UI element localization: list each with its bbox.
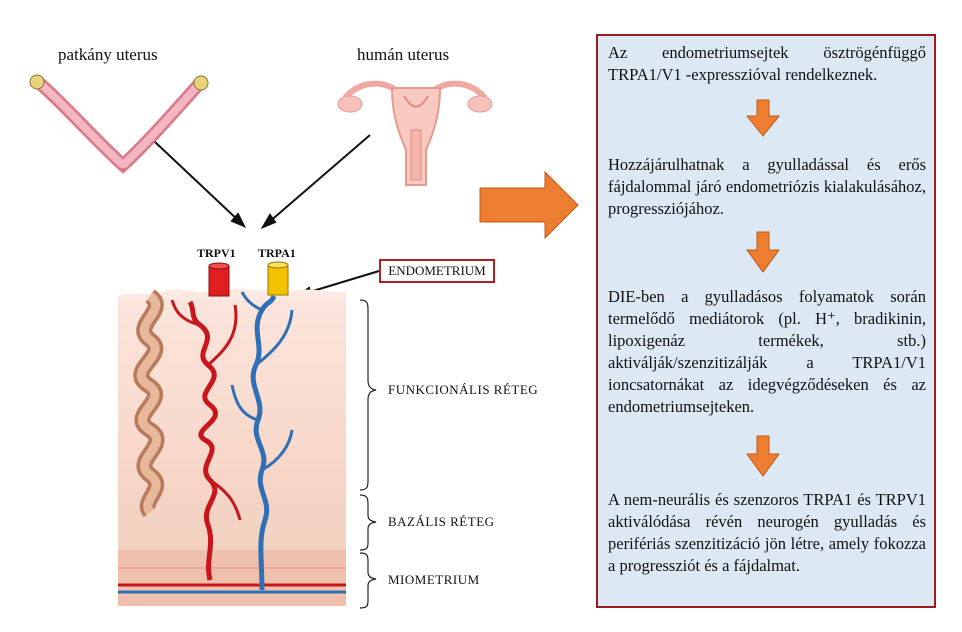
layer-braces <box>359 299 377 609</box>
rat-uterus-icon <box>29 74 209 174</box>
convergence-arrows <box>154 134 380 299</box>
panel-arrows <box>745 99 781 477</box>
big-right-arrow <box>479 170 579 240</box>
step-4-text: A nem-neurális és szenzoros TRPA1 és TRP… <box>608 490 926 575</box>
human-uterus-icon <box>337 80 493 186</box>
myometrium-label: MIOMETRIUM <box>388 572 480 587</box>
trpa1-channel-icon <box>267 261 289 296</box>
endometrium-tissue-illustration <box>118 288 346 606</box>
down-arrow-1 <box>745 99 781 137</box>
step-3-text: DIE-ben a gyulladásos folyamatok során t… <box>608 287 926 416</box>
trpv1-label: TRPV1 <box>197 246 236 260</box>
basal-layer-label: BAZÁLIS RÉTEG <box>388 514 495 529</box>
rat-uterus-label: patkány uterus <box>58 45 158 64</box>
human-uterus-label: humán uterus <box>357 45 450 64</box>
endometrium-label: ENDOMETRIUM <box>379 259 495 283</box>
mechanism-panel: Az endometriumsejtek ösztrögénfüggő TRPA… <box>596 34 936 608</box>
trpv1-channel-icon <box>208 262 230 297</box>
step-1-text: Az endometriumsejtek ösztrögénfüggő TRPA… <box>608 43 926 84</box>
down-arrow-3 <box>746 435 780 477</box>
down-arrow-2 <box>746 231 780 273</box>
trpa1-label: TRPA1 <box>258 246 296 260</box>
step-2-text: Hozzájárulhatnak a gyulladással és erős … <box>608 155 926 218</box>
functional-layer-label: FUNKCIONÁLIS RÉTEG <box>388 382 539 397</box>
